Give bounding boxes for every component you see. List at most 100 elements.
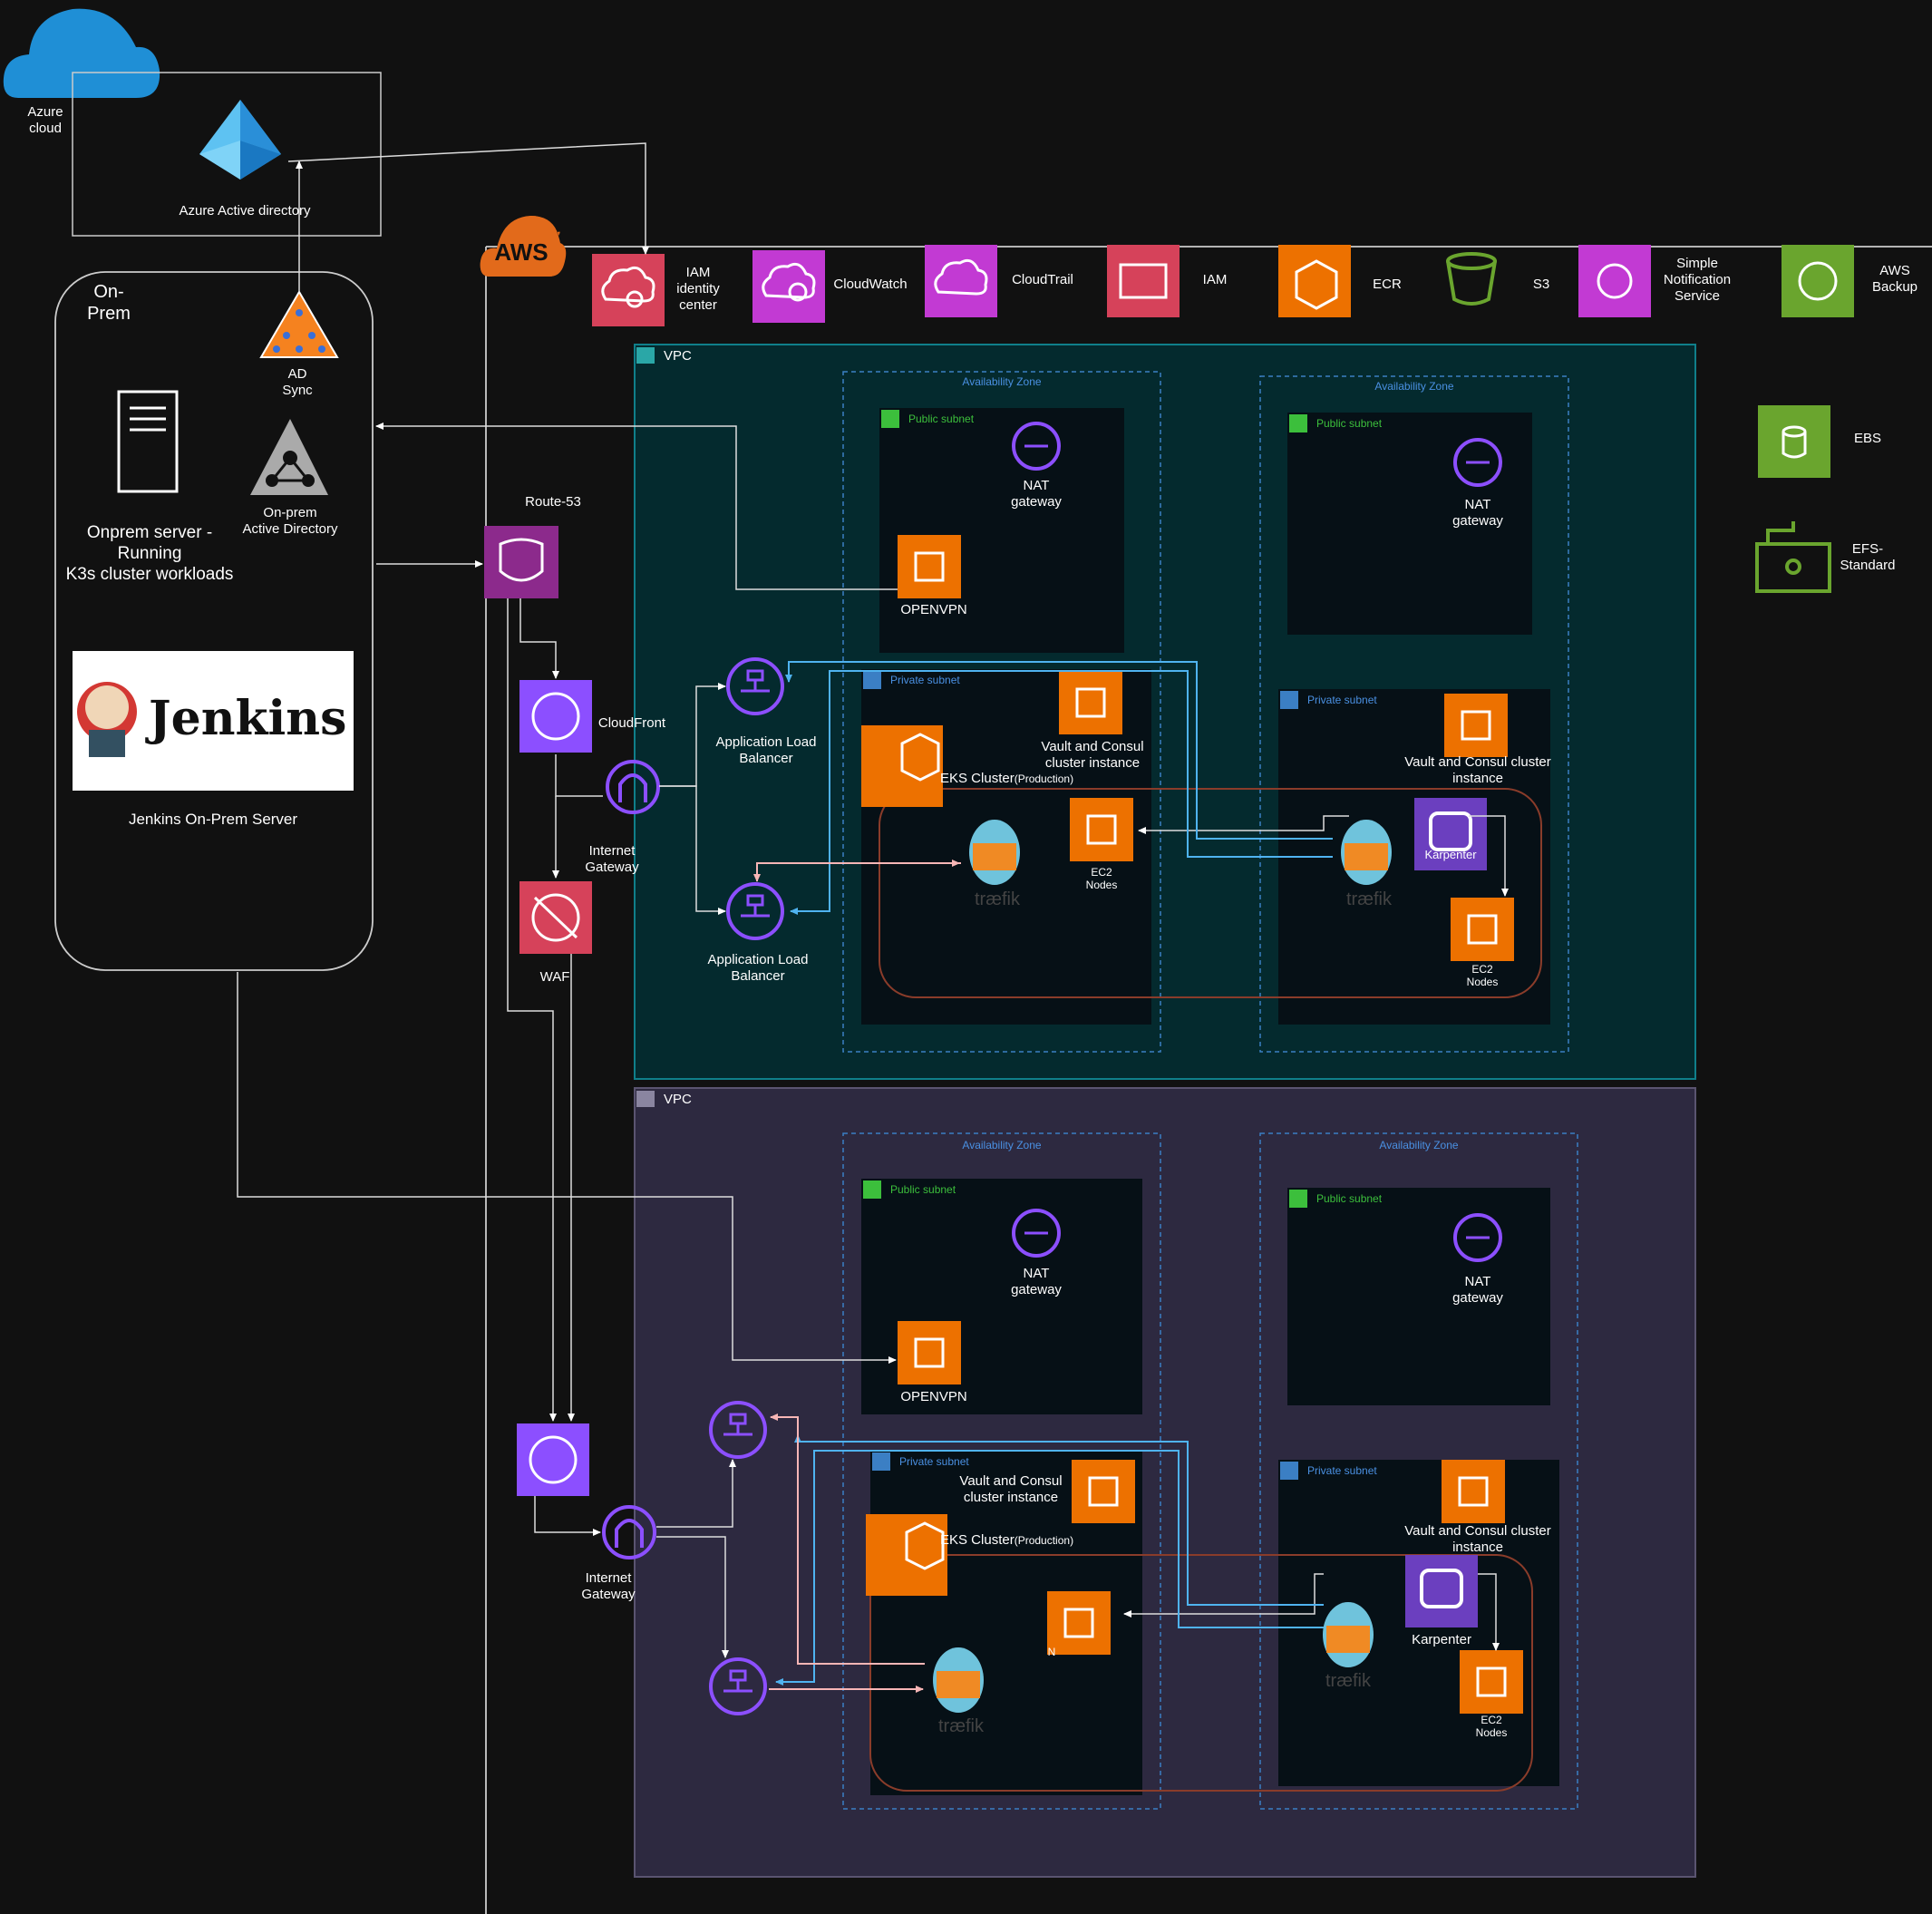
traefik-label: træfik	[938, 1716, 984, 1736]
nat-gateway-label: NAT gateway	[1011, 478, 1062, 510]
karpenter-label: Karpenter	[1424, 848, 1477, 861]
azure-ad-label: Azure Active directory	[179, 203, 311, 219]
azure-cloud-icon	[3, 8, 160, 98]
iam-identity-center-label: IAM identity center	[676, 265, 720, 313]
vpc-prod-public-subnet-2	[1287, 413, 1532, 635]
ad-sync-icon	[259, 290, 339, 358]
onprem-server-icon	[117, 390, 179, 493]
karpenter-icon	[1414, 798, 1487, 870]
nat-gateway-label: NAT gateway	[1011, 1266, 1062, 1297]
az-label: Availability Zone	[1374, 380, 1454, 393]
ec2-chip-glyphs	[900, 551, 1507, 1697]
cloudtrail-label: CloudTrail	[1012, 272, 1073, 287]
cloudfront-label: CloudFront	[597, 715, 666, 731]
vault-consul-ec2-icon	[1442, 1460, 1505, 1523]
openvpn-label: OPENVPN	[900, 602, 967, 617]
ec2-nodes-label: EC2 Nodes	[1085, 866, 1118, 892]
vpc-production-icon	[636, 347, 655, 364]
private-subnet-label: Private subnet	[1307, 694, 1377, 706]
ec2-nodes-icon	[1070, 798, 1133, 861]
internet-gateway-label: Internet Gateway	[585, 843, 639, 875]
lock-icon	[863, 671, 881, 689]
alb-icon	[726, 882, 784, 940]
public-subnet-label: Public subnet	[1316, 1192, 1383, 1205]
ec2-nodes-label: EC2 Nodes	[1466, 963, 1499, 989]
nat-gateway-icon	[1453, 438, 1502, 487]
traefik-label: træfik	[1325, 1671, 1371, 1691]
eks-cluster-boundary-prod	[879, 788, 1542, 998]
white-edges	[237, 142, 1509, 1658]
az-label: Availability Zone	[962, 1139, 1042, 1151]
nat-gateway-icon	[1453, 1213, 1502, 1262]
openvpn-label: OPENVPN	[900, 1389, 967, 1404]
lock-icon	[872, 1453, 890, 1471]
vpc-prod-public-subnet-1	[879, 408, 1124, 653]
ebs-label: EBS	[1853, 431, 1881, 446]
onprem-title: On- Prem	[87, 282, 131, 324]
traefik-gopher-icon	[1323, 1602, 1374, 1667]
onprem-ad-label: On-prem Active Directory	[242, 505, 338, 537]
vault-consul-ec2-icon	[1072, 1460, 1135, 1523]
jenkins-server-label: Jenkins On-Prem Server	[128, 811, 298, 828]
waf-label: WAF	[539, 969, 570, 985]
azure-ad-boundary	[72, 72, 382, 237]
lock-icon	[1289, 414, 1307, 432]
vpc-secondary-icon	[636, 1091, 655, 1107]
onprem-active-directory-icon	[250, 419, 328, 495]
vpc-prod-az1	[842, 371, 1161, 1053]
vpc-dr-az2	[1259, 1132, 1578, 1810]
ad-sync-label: AD Sync	[282, 366, 313, 398]
alb-label: Application Load Balancer	[715, 734, 817, 766]
iam-icon	[1107, 245, 1180, 317]
private-subnet-label: Private subnet	[1307, 1464, 1377, 1477]
cloudfront-icon	[517, 1423, 589, 1496]
vault-consul-label: Vault and Consul cluster instance	[1404, 1523, 1551, 1555]
nat-gateway-icon	[1012, 1209, 1061, 1258]
cloudwatch-label: CloudWatch	[833, 277, 908, 292]
lock-icon	[1280, 1462, 1298, 1480]
pink-edges	[753, 860, 961, 1693]
azure-cloud-label: Azure cloud	[27, 104, 63, 136]
s3-label: S3	[1532, 277, 1550, 292]
ec2-nodes-label: EC2 Nodes	[1475, 1714, 1508, 1740]
onprem-server-label: Onprem server - Running K3s cluster work…	[65, 523, 234, 584]
vpc-label: VPC	[664, 348, 692, 364]
efs-standard-icon	[1755, 521, 1831, 593]
vault-consul-label: Vault and Consul cluster instance	[959, 1473, 1063, 1505]
efs-standard-label: EFS- Standard	[1840, 541, 1896, 573]
eks-cluster-label: EKS Cluster(Production)	[940, 1532, 1074, 1548]
ec2-nodes-icon	[1047, 1591, 1111, 1655]
internet-gateway-label: Internet Gateway	[581, 1570, 636, 1602]
openvpn-ec2-icon	[898, 535, 961, 598]
nat-gateway-icon	[1012, 422, 1061, 471]
internet-gateway-icon	[606, 760, 660, 814]
traefik-gopher-icon	[933, 1647, 984, 1713]
ecr-icon	[1278, 245, 1351, 317]
traefik-gopher-icon	[1341, 820, 1392, 885]
public-subnet-label: Public subnet	[890, 1183, 956, 1196]
nat-gateway-label: NAT gateway	[1452, 497, 1503, 529]
traefik-label: træfik	[1346, 889, 1392, 909]
eks-cluster-boundary-dr	[869, 1554, 1533, 1792]
sns-icon	[1578, 245, 1651, 317]
alb-label: Application Load Balancer	[707, 952, 809, 984]
s3-icon	[1446, 252, 1497, 306]
ec2-nodes-icon	[1451, 898, 1514, 961]
lock-icon	[863, 1180, 881, 1199]
lock-icon	[1289, 1190, 1307, 1208]
cloudfront-icon	[519, 680, 592, 753]
aws-logo-text: AWS	[494, 238, 549, 266]
lock-icon	[1280, 691, 1298, 709]
internet-gateway-icon	[602, 1505, 656, 1559]
private-subnet-label: Private subnet	[890, 674, 960, 686]
alb-icon	[709, 1401, 767, 1459]
ec2-nodes-icon	[1460, 1650, 1523, 1714]
aws-logo-icon	[480, 216, 567, 277]
ecr-label: ECR	[1373, 277, 1402, 292]
public-subnet-label: Public subnet	[908, 413, 975, 425]
vpc-prod-az2	[1259, 375, 1569, 1053]
vpc-label: VPC	[664, 1092, 692, 1107]
sns-label: Simple Notification Service	[1663, 256, 1732, 304]
openvpn-ec2-icon	[898, 1321, 961, 1384]
